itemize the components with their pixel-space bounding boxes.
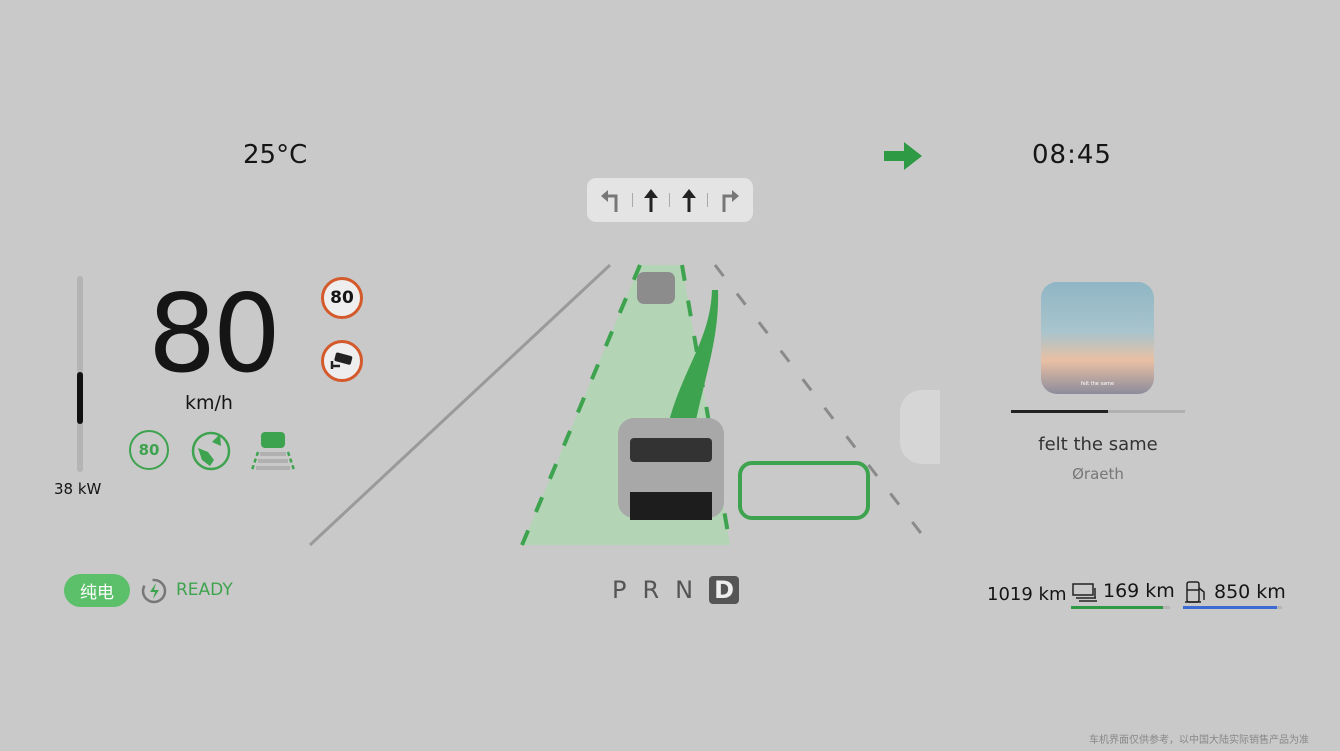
ready-status: READY [176,580,233,600]
battery-icon [1072,583,1097,602]
song-artist: Øraeth [1072,465,1124,483]
gear-selector: P R N D [612,576,740,604]
assist-steering-icon [191,431,231,471]
speed-unit: km/h [185,392,233,414]
ego-car [618,418,724,520]
lane-straight-icon [681,189,696,212]
power-readout: 38 kW [54,480,102,498]
gear-d-selected: D [709,576,740,604]
outside-temperature: 25°C [243,140,308,170]
ev-range-value: 169 km [1103,580,1175,602]
fuel-pump-icon [1185,581,1205,603]
fuel-range-fill [1183,606,1278,609]
album-art-text: felt the same [1080,381,1115,387]
song-title: felt the same [1038,434,1158,455]
lane-guidance [587,178,753,222]
media-progress-fill [1011,410,1109,413]
ready-power-icon [141,578,167,604]
gear-n: N [675,576,694,604]
road-scene [308,263,940,547]
lane-straight-icon [644,189,659,212]
speed-camera-icon [321,340,363,382]
speed-value: 80 [147,272,281,397]
power-meter-fill [77,372,83,424]
acc-set-speed: 80 [129,430,169,470]
lane-keep-assist-icon [250,432,296,471]
fuel-range: 850 km [1184,580,1286,604]
total-range: 1019 km [987,584,1067,605]
gear-r: R [642,576,660,604]
album-art[interactable]: felt the same [1041,282,1154,394]
drive-mode-badge: 纯电 [64,574,130,607]
speed-limit-sign: 80 [321,277,363,319]
lane-turn-right-icon [722,190,739,212]
disclaimer: 车机界面仅供参考，以中国大陆实际销售产品为准 [1089,735,1309,746]
lane-turn-left-icon [601,190,618,212]
ev-range-fill [1071,606,1164,609]
ev-range: 169 km [1071,580,1175,602]
nav-turn-right-arrow-icon [884,142,922,170]
gear-p: P [612,576,627,604]
fuel-range-value: 850 km [1214,581,1286,603]
clock: 08:45 [1032,140,1112,170]
